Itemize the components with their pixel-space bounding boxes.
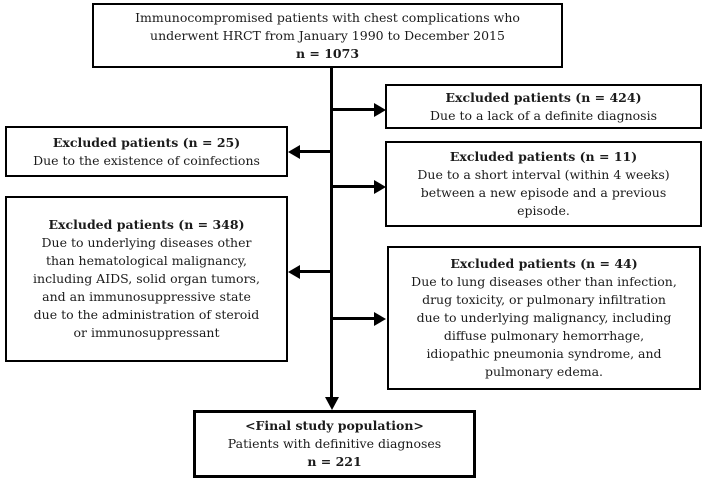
final-n: n = 221 (307, 454, 362, 469)
final-title: <Final study population> (245, 418, 424, 433)
arrowhead-left-1-icon (288, 145, 300, 159)
branch-line-right-2 (331, 185, 375, 188)
excluded-title: Excluded patients (n = 44) (450, 256, 638, 271)
excluded-box-other-lung-diseases: Excluded patients (n = 44) Due to lung d… (387, 246, 701, 390)
excluded-box-coinfections: Excluded patients (n = 25) Due to the ex… (5, 126, 288, 177)
excluded-title: Excluded patients (n = 424) (445, 89, 642, 105)
excluded-box-short-interval: Excluded patients (n = 11) Due to a shor… (385, 141, 702, 227)
arrowhead-down-icon (325, 397, 339, 410)
arrowhead-right-2-icon (374, 180, 386, 194)
branch-line-right-1 (331, 108, 375, 111)
branch-line-left-2 (299, 270, 332, 273)
excluded-body: Due to a lack of a definite diagnosis (430, 107, 657, 123)
excluded-box-underlying-diseases: Excluded patients (n = 348) Due to under… (5, 196, 288, 362)
final-population-box: <Final study population> Patients with d… (193, 410, 476, 478)
excluded-box-no-diagnosis: Excluded patients (n = 424) Due to a lac… (385, 84, 702, 129)
arrowhead-right-1-icon (374, 103, 386, 117)
excluded-body: Due to a short interval (within 4 weeks)… (417, 167, 670, 218)
arrowhead-left-2-icon (288, 265, 300, 279)
branch-line-left-1 (299, 150, 332, 153)
enrollment-box: Immunocompromised patients with chest co… (92, 3, 563, 68)
arrowhead-right-3-icon (374, 312, 386, 326)
enrollment-text: Immunocompromised patients with chest co… (135, 9, 520, 43)
enrollment-n: n = 1073 (295, 45, 360, 61)
excluded-body: Due to the existence of coinfections (33, 152, 260, 168)
excluded-body: Due to lung diseases other than infectio… (411, 274, 677, 379)
excluded-title: Excluded patients (n = 11) (449, 149, 638, 164)
main-flow-line (330, 68, 333, 398)
excluded-title: Excluded patients (n = 25) (52, 134, 241, 150)
excluded-title: Excluded patients (n = 348) (48, 217, 245, 232)
branch-line-right-3 (331, 317, 375, 320)
final-body: Patients with definitive diagnoses (227, 436, 442, 451)
excluded-body: Due to underlying diseases other than he… (33, 235, 260, 340)
